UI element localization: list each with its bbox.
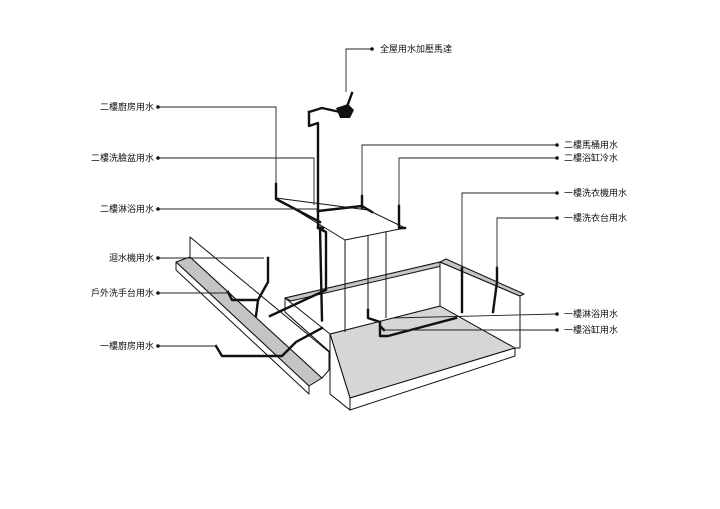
leader-line (398, 157, 556, 206)
callout-f2-shower: 二樓淋浴用水 (100, 203, 318, 215)
callout-f1-shower: 一樓淋浴用水 (391, 308, 618, 320)
callout-f2-bathtub-cold: 二樓浴缸冷水 (398, 152, 618, 206)
callout-f1-kitchen: 一樓廚房用水 (100, 340, 216, 352)
callout-water-recycler: 迴水機用水 (109, 252, 264, 264)
callout-whole-house-pump: 全屋用水加壓馬達 (345, 43, 452, 92)
pump-motor (336, 104, 354, 118)
callout-outdoor-sink: 戶外洗手台用水 (91, 287, 228, 299)
pipe-network (214, 91, 499, 358)
callout-f2-toilet: 二樓馬桶用水 (361, 139, 618, 196)
callout-f2-washbasin: 二樓洗臉盆用水 (91, 152, 315, 205)
pump-outlet-pipe (346, 91, 354, 106)
f1-kitchen-pipe (214, 326, 324, 358)
callout-f2-kitchen: 二樓廚房用水 (100, 101, 277, 184)
label-water-recycler: 迴水機用水 (109, 252, 154, 264)
label-f2-bathtub-cold: 二樓浴缸冷水 (564, 152, 618, 164)
f1-main-pipe (366, 308, 458, 338)
leader-line (345, 48, 372, 92)
f1-laundry-sink-pipe (491, 266, 499, 314)
label-f1-washing-machine: 一樓洗衣機用水 (564, 187, 627, 199)
leader-line (496, 217, 556, 268)
leader-line (361, 144, 556, 196)
left-branch-pipe (268, 226, 328, 318)
main-drop-pipe (318, 226, 324, 322)
f1-bathtub-pipe (378, 324, 386, 332)
label-f1-shower: 一樓淋浴用水 (564, 308, 618, 320)
f2-kitchen-pipe (274, 182, 322, 224)
callout-f1-laundry-sink: 一樓洗衣台用水 (496, 212, 627, 268)
leader-dot (555, 328, 559, 332)
label-outdoor-sink: 戶外洗手台用水 (91, 287, 154, 299)
label-f1-kitchen: 一樓廚房用水 (100, 340, 154, 352)
leader-line (461, 192, 556, 268)
pump-connector-pipe (307, 106, 342, 114)
label-f2-shower: 二樓淋浴用水 (100, 203, 154, 215)
label-f1-laundry-sink: 一樓洗衣台用水 (564, 212, 627, 224)
label-f2-kitchen: 二樓廚房用水 (100, 101, 154, 113)
f2-bathtub-pipe (397, 204, 407, 230)
leader-dot (555, 312, 559, 316)
label-f1-bathtub: 一樓浴缸用水 (564, 324, 618, 336)
left-wall-end-face (175, 261, 310, 395)
floor-structure (175, 236, 525, 411)
leader-line (391, 313, 557, 319)
leader-line (158, 106, 277, 184)
recycler-pipe (254, 256, 270, 318)
leader-dot (555, 156, 559, 160)
callout-f1-bathtub: 一樓浴缸用水 (384, 324, 618, 336)
leader-dot (555, 143, 559, 147)
label-whole-house-pump: 全屋用水加壓馬達 (380, 43, 452, 55)
divider-wall-face (329, 333, 351, 411)
main-riser-pipe (307, 110, 320, 213)
label-f2-washbasin: 二樓洗臉盆用水 (91, 152, 154, 164)
label-f2-toilet: 二樓馬桶用水 (564, 139, 618, 151)
leader-line (158, 157, 315, 205)
leader-dot (555, 216, 559, 220)
outdoor-sink-pipe (226, 290, 260, 302)
callout-f1-washing-machine: 一樓洗衣機用水 (461, 187, 627, 268)
leader-dot (555, 191, 559, 195)
leader-dot (370, 47, 374, 51)
